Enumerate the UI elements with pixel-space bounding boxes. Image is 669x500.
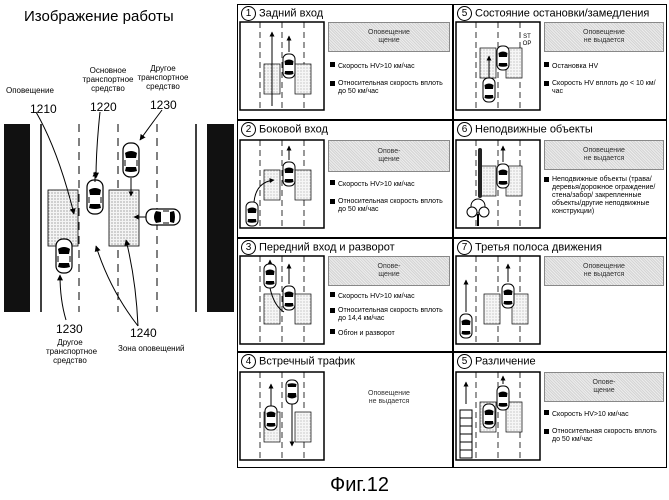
warning-box-7: Оповещениене выдается xyxy=(544,256,664,286)
warning-box-3: Опове-щение xyxy=(328,256,450,286)
conditions-6: Неподвижные объекты (трава/деревья/дорож… xyxy=(544,176,664,216)
warning-box-6: Оповещениене выдается xyxy=(544,140,664,170)
guardrail-shape xyxy=(478,148,482,198)
conditions-3: Скорость HV>10 км/час Относительная скор… xyxy=(330,292,450,338)
conditions-8: Скорость HV>10 км/час Относительная скор… xyxy=(544,410,664,444)
warning-box-2: Опове-щение xyxy=(328,140,450,172)
warning-box-1: Оповещениещение xyxy=(328,22,450,52)
warning-box-8: Опове-щение xyxy=(544,372,664,402)
conditions-1: Скорость HV>10 км/час Относительная скор… xyxy=(330,62,450,96)
warning-box-4: Оповещениене выдается xyxy=(328,372,450,464)
conditions-5: Остановка HV Скорость HV вплоть до < 10 … xyxy=(544,62,662,96)
stop-sign-text: ST OP xyxy=(520,34,534,48)
warning-box-5: Оповещениене выдается xyxy=(544,22,664,52)
conditions-2: Скорость HV>10 км/час Относительная скор… xyxy=(330,180,450,214)
figure-caption: Фиг.12 xyxy=(330,474,389,497)
